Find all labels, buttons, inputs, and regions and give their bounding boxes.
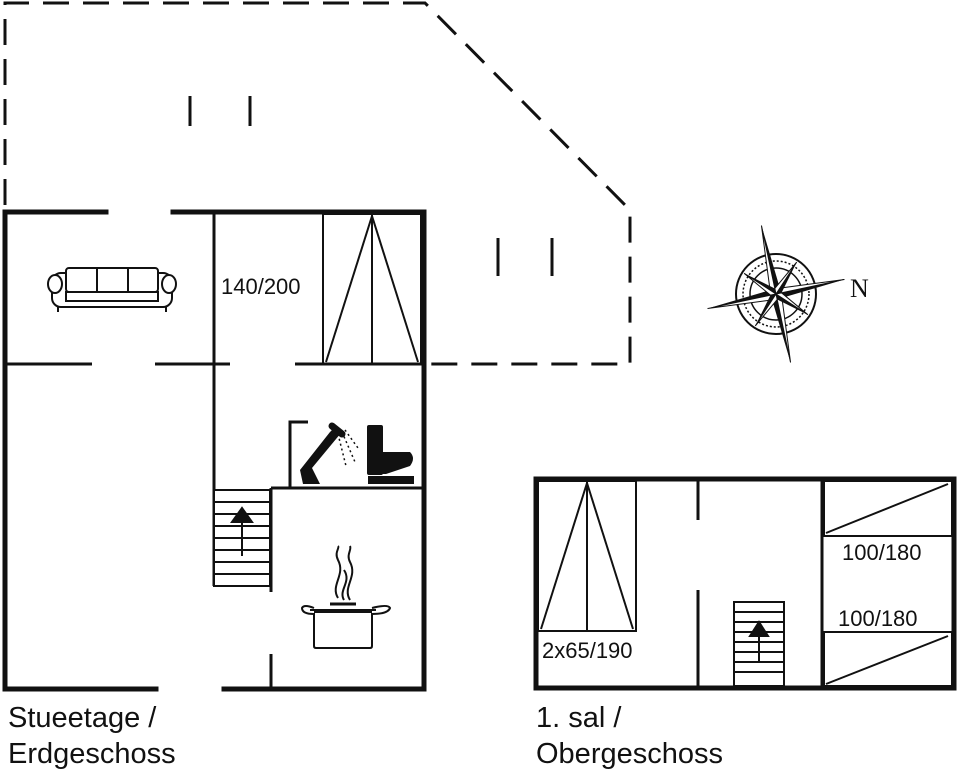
sofa-icon (47, 267, 177, 312)
ground-floor-caption: Stueetage / Erdgeschoss (8, 700, 176, 772)
stairs-up-icon (213, 489, 271, 587)
bed-size-label: 140/200 (221, 274, 301, 299)
bed-icon (823, 631, 953, 687)
first-floor-caption-line2: Obergeschoss (536, 738, 723, 770)
bed-icon (823, 480, 953, 537)
first-floor-caption-line1: 1. sal / (536, 702, 622, 734)
stairs-up-icon (733, 601, 785, 687)
compass-north-label: N (850, 274, 869, 303)
bed-size-label: 100/180 (838, 606, 918, 631)
first-floor-walls (533, 476, 957, 691)
first-floor-interior-walls (696, 481, 824, 686)
wardrobe-icon (537, 480, 637, 632)
ground-floor-caption-line1: Stueetage / (8, 702, 157, 734)
terrace-outline (3, 1, 632, 366)
terrace-doors (188, 96, 554, 276)
bed-size-label: 100/180 (842, 540, 922, 565)
compass-rose-icon (707, 225, 845, 363)
first-floor-caption: 1. sal / Obergeschoss (536, 700, 723, 772)
shower-icon (300, 422, 359, 484)
ground-floor-caption-line2: Erdgeschoss (8, 738, 176, 770)
wardrobe-icon (322, 213, 422, 365)
cooking-pot-icon (300, 545, 392, 649)
toilet-icon (367, 425, 414, 484)
bed-size-label: 2x65/190 (542, 638, 633, 663)
